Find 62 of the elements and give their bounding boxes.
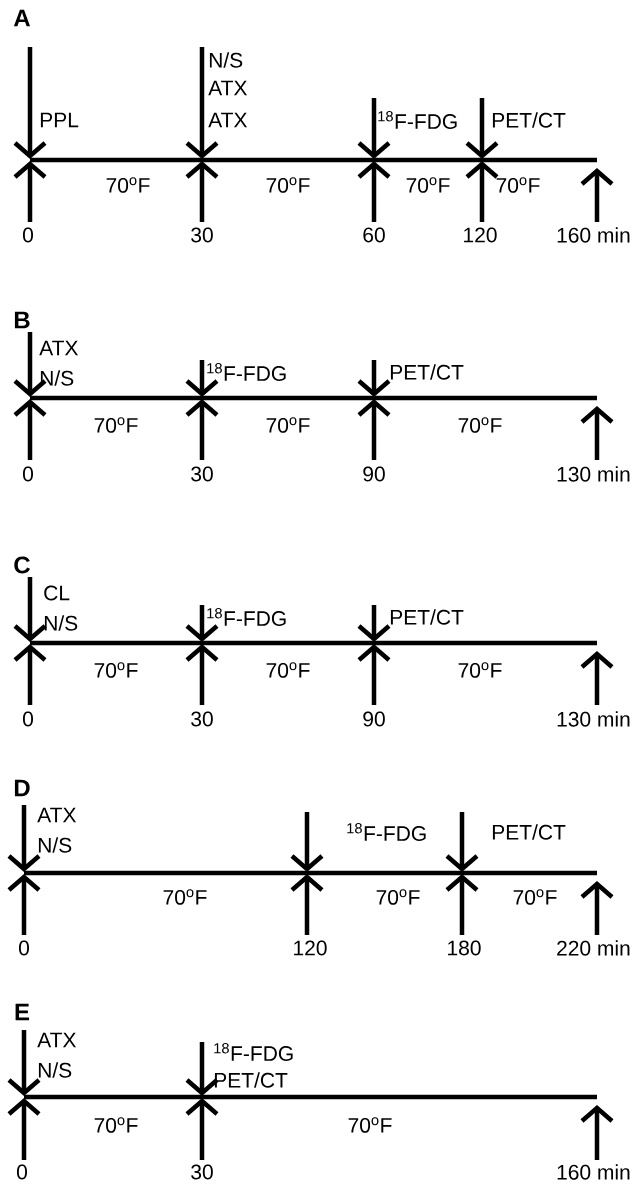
time-label: 0 xyxy=(23,711,33,727)
temperature-label: 70$^{o}$F xyxy=(458,662,502,678)
time-label: 120 xyxy=(464,227,497,243)
temperature-label: 70$^{o}$F xyxy=(406,177,450,193)
panel-letter: D xyxy=(14,779,30,797)
time-label: 90 xyxy=(363,466,385,482)
time-label: 30 xyxy=(191,1164,213,1180)
temperature-label: 70$^{o}$F xyxy=(376,889,420,905)
event-label: N/S xyxy=(38,1062,72,1078)
event-label: N/S xyxy=(209,52,243,68)
event-label: ATX xyxy=(37,1032,77,1048)
time-label: 130 min xyxy=(557,711,630,727)
time-label: 60 xyxy=(363,227,385,243)
event-label: PET/CT xyxy=(492,824,566,840)
time-label: 30 xyxy=(191,227,213,243)
event-label: $^{18}$F-FDG xyxy=(207,363,286,381)
panel-letter: A xyxy=(13,9,31,27)
event-label: CL xyxy=(44,585,70,601)
event-label: $^{18}$F-FDG xyxy=(378,111,457,129)
temperature-label: 70$^{o}$F xyxy=(266,177,310,193)
temperature-label: 70$^{o}$F xyxy=(94,662,138,678)
time-label: 180 xyxy=(448,940,481,956)
temperature-label: 70$^{o}$F xyxy=(106,177,150,193)
time-label: 30 xyxy=(191,466,213,482)
time-label: 0 xyxy=(23,227,33,243)
temperature-label: 70$^{o}$F xyxy=(513,889,557,905)
time-label: 120 xyxy=(294,940,327,956)
event-label: PET/CT xyxy=(390,364,464,380)
time-label: 160 min xyxy=(557,1164,630,1180)
panel-letter: E xyxy=(15,1003,30,1021)
event-label: $^{18}$F-FDG xyxy=(347,823,426,841)
event-label: PET/CT xyxy=(492,112,566,128)
event-label: N/S xyxy=(38,837,72,853)
temperature-label: 70$^{o}$F xyxy=(458,417,502,433)
event-label: N/S xyxy=(44,615,78,631)
time-label: 130 min xyxy=(557,466,630,482)
temperature-label: 70$^{o}$F xyxy=(266,662,310,678)
event-label: ATX xyxy=(208,80,248,96)
time-label: 0 xyxy=(23,466,33,482)
temperature-label: 70$^{o}$F xyxy=(266,417,310,433)
temperature-label: 70$^{o}$F xyxy=(94,417,138,433)
time-label: 90 xyxy=(363,711,385,727)
event-label: ATX xyxy=(208,112,248,128)
event-label: PPL xyxy=(40,112,79,128)
time-label: 220 min xyxy=(557,940,630,956)
event-label: PET/CT xyxy=(390,609,464,625)
event-label: PET/CT xyxy=(214,1072,288,1088)
time-label: 160 min xyxy=(557,227,630,243)
temperature-label: 70$^{o}$F xyxy=(94,1117,138,1133)
event-label: ATX xyxy=(37,807,77,823)
time-label: 0 xyxy=(17,1164,27,1180)
event-label: $^{18}$F-FDG xyxy=(214,1043,293,1061)
temperature-label: 70$^{o}$F xyxy=(496,177,540,193)
panel-letter: C xyxy=(14,556,30,574)
panel-letter: B xyxy=(14,311,30,329)
event-label: N/S xyxy=(40,370,74,386)
temperature-label: 70$^{o}$F xyxy=(348,1117,392,1133)
time-label: 0 xyxy=(19,940,29,956)
time-label: 30 xyxy=(191,711,213,727)
temperature-label: 70$^{o}$F xyxy=(163,889,207,905)
event-label: ATX xyxy=(39,340,79,356)
event-label: $^{18}$F-FDG xyxy=(207,608,286,626)
